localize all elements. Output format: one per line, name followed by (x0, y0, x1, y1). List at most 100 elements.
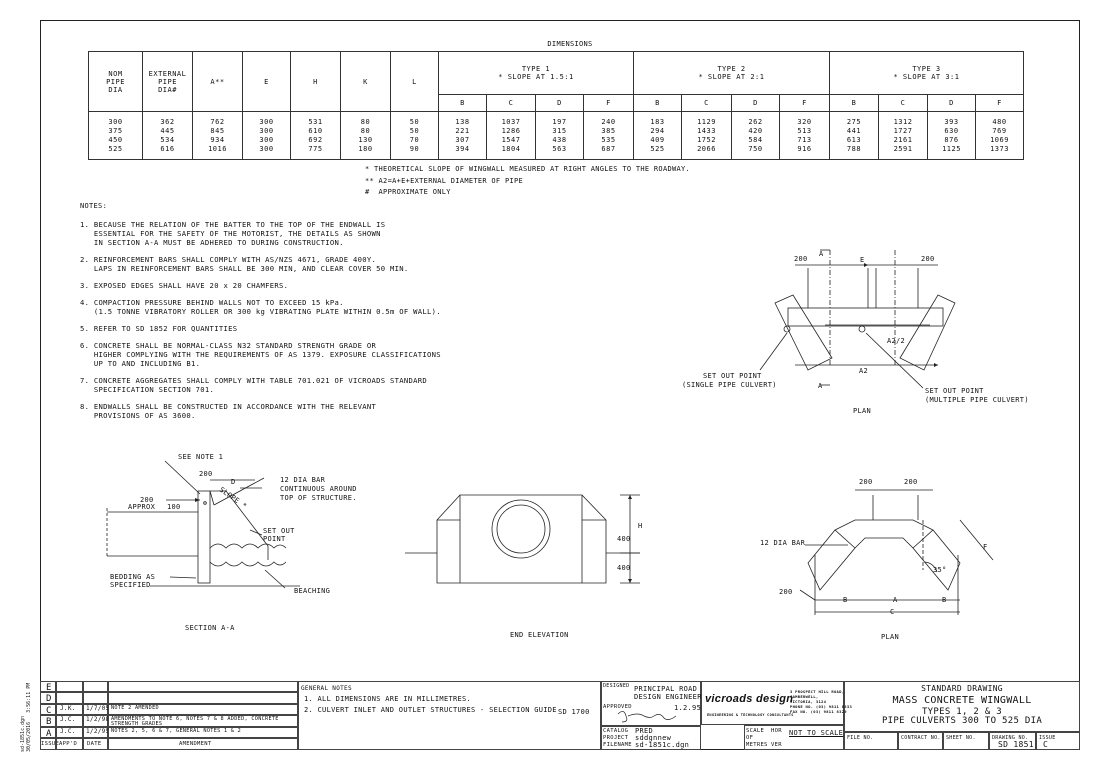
table-value: 535 (601, 135, 616, 144)
note-line: LAPS IN REINFORCEMENT BARS SHALL BE 300 … (80, 264, 409, 273)
amendment-cell: 1/2/98 (83, 715, 109, 727)
table-value: 762 (210, 117, 225, 126)
project-value: sddgnnew (635, 734, 672, 742)
table-value: 630 (944, 126, 959, 135)
filename-label: FILENAME (603, 742, 632, 748)
table-value: 307 (455, 135, 470, 144)
section-bedding-2: SPECIFIED (110, 581, 151, 589)
dimensions-title: DIMENSIONS (547, 40, 593, 48)
note-line: 4. COMPACTION PRESSURE BEHIND WALLS NOT … (80, 298, 344, 307)
plan1-dim-e: E (860, 256, 865, 264)
signoff-box (601, 681, 701, 750)
table-value: 563 (552, 144, 567, 153)
table-value: 1312 (893, 117, 913, 126)
approved-date: 1.2.95 (674, 704, 702, 712)
amendment-issue: A (46, 728, 52, 739)
table-value: 300 (259, 135, 274, 144)
table-value: 1433 (697, 126, 716, 135)
plan1-title: PLAN (853, 407, 872, 415)
ext-line-2: PIPE (158, 77, 177, 86)
plan1-dim-a2: A2 (859, 367, 869, 375)
elev-title: END ELEVATION (510, 631, 569, 639)
amendment-cell (83, 681, 108, 693)
table-value: 2591 (893, 144, 913, 153)
scale-hor: HOR (771, 728, 782, 734)
scale-box (744, 725, 844, 750)
brand-address-line: 3 PROSPECT HILL ROAD, (790, 689, 845, 694)
table-value: 1125 (942, 144, 961, 153)
table-value: 138 (455, 117, 470, 126)
amendment-cell: J.C. (56, 715, 83, 727)
table-value: 90 (409, 144, 420, 153)
amendment-app: J.C. (60, 716, 76, 724)
scale-label-2: METRES (746, 742, 768, 748)
table-value: 1727 (893, 126, 913, 135)
amendment-cell: B (40, 715, 56, 728)
plan1-setout-single-1: SET OUT POINT (703, 372, 762, 380)
table-value: 1069 (990, 135, 1009, 144)
table-value: 1037 (501, 117, 521, 126)
drawing-no-label: DRAWING NO. (992, 735, 1029, 741)
col-head-type1: TYPE 1 * SLOPE AT 1.5:1 (438, 51, 634, 95)
ext-line-3: DIA# (158, 85, 177, 94)
amendment-app: J.K. (60, 704, 76, 712)
title-box (844, 681, 1080, 732)
note-line: 2. REINFORCEMENT BARS SHALL COMPLY WITH … (80, 255, 377, 264)
table-value: 934 (210, 135, 225, 144)
title-line-1: MASS CONCRETE WINGWALL (892, 695, 1032, 706)
col-head-h: H (290, 51, 341, 112)
table-value: 713 (797, 135, 812, 144)
table-value: 50 (409, 126, 420, 135)
plan1-dim-200b: 200 (921, 255, 935, 263)
amendment-cell: D (40, 692, 56, 704)
table-value: 2066 (697, 144, 716, 153)
table-value: 262 (748, 117, 763, 126)
section-see-note: SEE NOTE 1 (178, 453, 224, 461)
note-line: 7. CONCRETE AGGREGATES SHALL COMPLY WITH… (80, 376, 428, 385)
table-value: 70 (409, 135, 420, 144)
title-line-2: TYPES 1, 2 & 3 (921, 707, 1003, 717)
notes-title: NOTES: (80, 202, 108, 210)
table-value: 525 (108, 144, 123, 153)
elev-dim-400a: 400 (617, 535, 631, 543)
table-value: 687 (601, 144, 616, 153)
note-line: PROVISIONS OF AS 3600. (80, 411, 196, 420)
col-head-type3: TYPE 3 * SLOPE AT 3:1 (829, 51, 1024, 95)
amend-head-issue: ISSUE (40, 738, 59, 750)
table-value: 300 (259, 117, 274, 126)
amendment-text: AMENDMENTS TO NOTE 6, NOTES 7 & 8 ADDED,… (111, 716, 279, 728)
table-value: 1547 (501, 135, 521, 144)
contract-no-label: CONTRACT NO. (901, 735, 941, 741)
table-value: 320 (797, 117, 812, 126)
table-value: 300 (259, 144, 274, 153)
approved-label: APPROVED (603, 704, 632, 710)
table-value: 80 (360, 126, 371, 135)
title-heading: STANDARD DRAWING (921, 684, 1003, 693)
table-value: 1129 (697, 117, 716, 126)
scale-ver: VER (771, 742, 782, 748)
type3-title: TYPE 3 (912, 65, 941, 73)
footnote-2: ** A2=A+E+EXTERNAL DIAMETER OF PIPE (365, 177, 524, 185)
drawing-no-value: SD 1851 (998, 740, 1034, 749)
brand-address-line: FAX NO. (03) 9811 8329 (790, 709, 847, 714)
amendment-cell: E (40, 681, 56, 693)
end-elevation-drawing (405, 494, 640, 584)
table-value: 50 (409, 117, 420, 126)
brand-logo: vicroads design (705, 693, 794, 705)
amendment-date: 1/7/05 (86, 704, 110, 712)
amendment-cell: J.C. (56, 726, 83, 738)
ext-line-1: EXTERNAL (148, 69, 187, 78)
amendment-text: NOTES 2, 5, 6 & 7, GENERAL NOTES 1 & 2 (111, 727, 242, 734)
table-value: 240 (601, 117, 616, 126)
table-value: 1373 (990, 144, 1009, 153)
amendment-issue: B (46, 717, 52, 728)
note-line: 1. BECAUSE THE RELATION OF THE BATTER TO… (80, 220, 386, 229)
file-no-cell: FILE NO. (844, 732, 898, 750)
amendment-cell (108, 692, 298, 704)
table-value: 513 (797, 126, 812, 135)
table-value: 300 (259, 126, 274, 135)
